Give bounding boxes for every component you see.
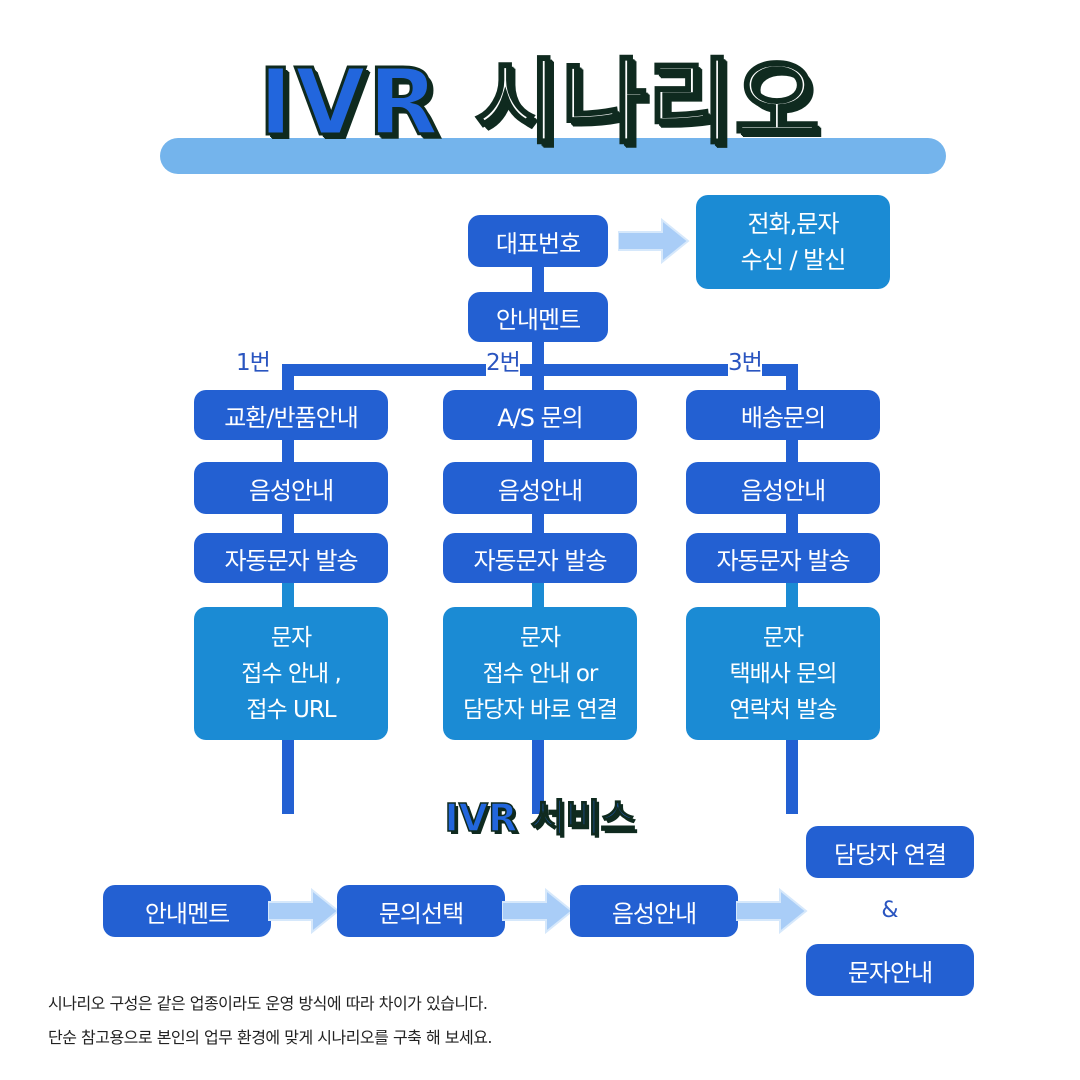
arrow-right-icon	[268, 888, 340, 934]
arrow-right-icon	[618, 218, 690, 264]
sms-box-2: 자동문자 발송	[443, 533, 637, 583]
category-box-3: 배송문의	[686, 390, 880, 440]
result-2-line-3: 담당자 바로 연결	[463, 696, 618, 723]
category-box-1: 교환/반품안내	[194, 390, 388, 440]
result-3-line-3: 연락처 발송	[729, 696, 837, 723]
voice-box-3: 음성안내	[686, 462, 880, 514]
title-band	[160, 138, 946, 174]
main-number-box: 대표번호	[468, 215, 608, 267]
arrow-right-icon	[502, 888, 574, 934]
voice-box-2: 음성안내	[443, 462, 637, 514]
service-step-1: 안내멘트	[103, 885, 271, 937]
result-2-line-1: 문자	[519, 624, 561, 651]
category-box-2: A/S 문의	[443, 390, 637, 440]
title-part-scenario: 시나리오	[473, 48, 822, 158]
result-1-line-1: 문자	[270, 624, 312, 651]
call-sms-line-2: 수신 / 발신	[740, 246, 847, 274]
intro-box: 안내멘트	[468, 292, 608, 342]
result-1-line-3: 접수 URL	[246, 696, 336, 723]
title-part-ivr: IVR	[257, 48, 441, 158]
branch-label-3: 3번	[728, 350, 763, 376]
result-3-line-2: 택배사 문의	[729, 660, 837, 687]
result-3-line-1: 문자	[762, 624, 804, 651]
service-title: IVR 서비스	[444, 795, 636, 841]
result-1-line-2: 접수 안내 ,	[241, 660, 342, 687]
ampersand: &	[881, 898, 899, 923]
branch-label-1: 1번	[236, 350, 271, 376]
outcome-sms-box: 문자안내	[806, 944, 974, 996]
connector-branch-3-lower	[786, 575, 798, 615]
result-2-line-2: 접수 안내 or	[482, 660, 599, 687]
result-box-2: 문자 접수 안내 or 담당자 바로 연결	[443, 607, 637, 740]
call-sms-line-1: 전화,문자	[747, 210, 840, 238]
call-sms-box: 전화,문자 수신 / 발신	[696, 195, 890, 289]
arrow-right-icon	[736, 888, 808, 934]
result-box-3: 문자 택배사 문의 연락처 발송	[686, 607, 880, 740]
note-line-2: 단순 참고용으로 본인의 업무 환경에 맞게 시나리오를 구축 해 보세요.	[48, 1028, 493, 1047]
connector-branch-1-lower	[282, 575, 294, 615]
sms-box-1: 자동문자 발송	[194, 533, 388, 583]
note-line-1: 시나리오 구성은 같은 업종이라도 운영 방식에 따라 차이가 있습니다.	[48, 994, 488, 1013]
branch-label-2: 2번	[486, 350, 521, 376]
page-title: IVR 시나리오	[0, 48, 1080, 158]
sms-box-3: 자동문자 발송	[686, 533, 880, 583]
service-step-2: 문의선택	[337, 885, 505, 937]
result-box-1: 문자 접수 안내 , 접수 URL	[194, 607, 388, 740]
connector-branch-2-lower	[532, 575, 544, 615]
voice-box-1: 음성안내	[194, 462, 388, 514]
service-step-3: 음성안내	[570, 885, 738, 937]
outcome-agent-box: 담당자 연결	[806, 826, 974, 878]
